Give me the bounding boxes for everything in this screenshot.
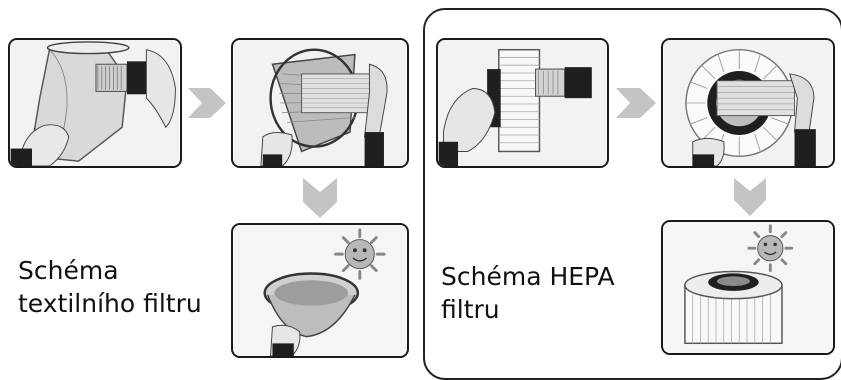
textile-filter-cone-brushing-icon [233, 40, 407, 166]
textile-step-1-photo [8, 38, 182, 168]
hepa-step-2-photo [661, 38, 835, 168]
arrow-down-icon [303, 178, 337, 218]
hepa-filter-pleats-brushing-icon [663, 40, 833, 166]
hepa-scheme-caption: Schéma HEPA filtru [441, 260, 615, 326]
hepa-step-1-photo [436, 38, 609, 168]
arrow-right-icon [188, 88, 226, 118]
textile-step-3-photo [231, 223, 409, 358]
arrow-down-icon [734, 178, 766, 216]
smiling-sun-icon [749, 226, 792, 271]
textile-scheme-caption: Schéma textilního filtru [18, 254, 202, 320]
smiling-sun-icon [336, 230, 385, 279]
hepa-step-3-photo [661, 220, 835, 355]
hepa-filter-brushing-icon [438, 40, 607, 166]
clean-hepa-filter-icon [663, 222, 833, 353]
clean-textile-filter-icon [233, 225, 407, 356]
textile-filter-brushing-icon [10, 40, 180, 166]
arrow-right-icon [616, 88, 656, 118]
textile-step-2-photo [231, 38, 409, 168]
